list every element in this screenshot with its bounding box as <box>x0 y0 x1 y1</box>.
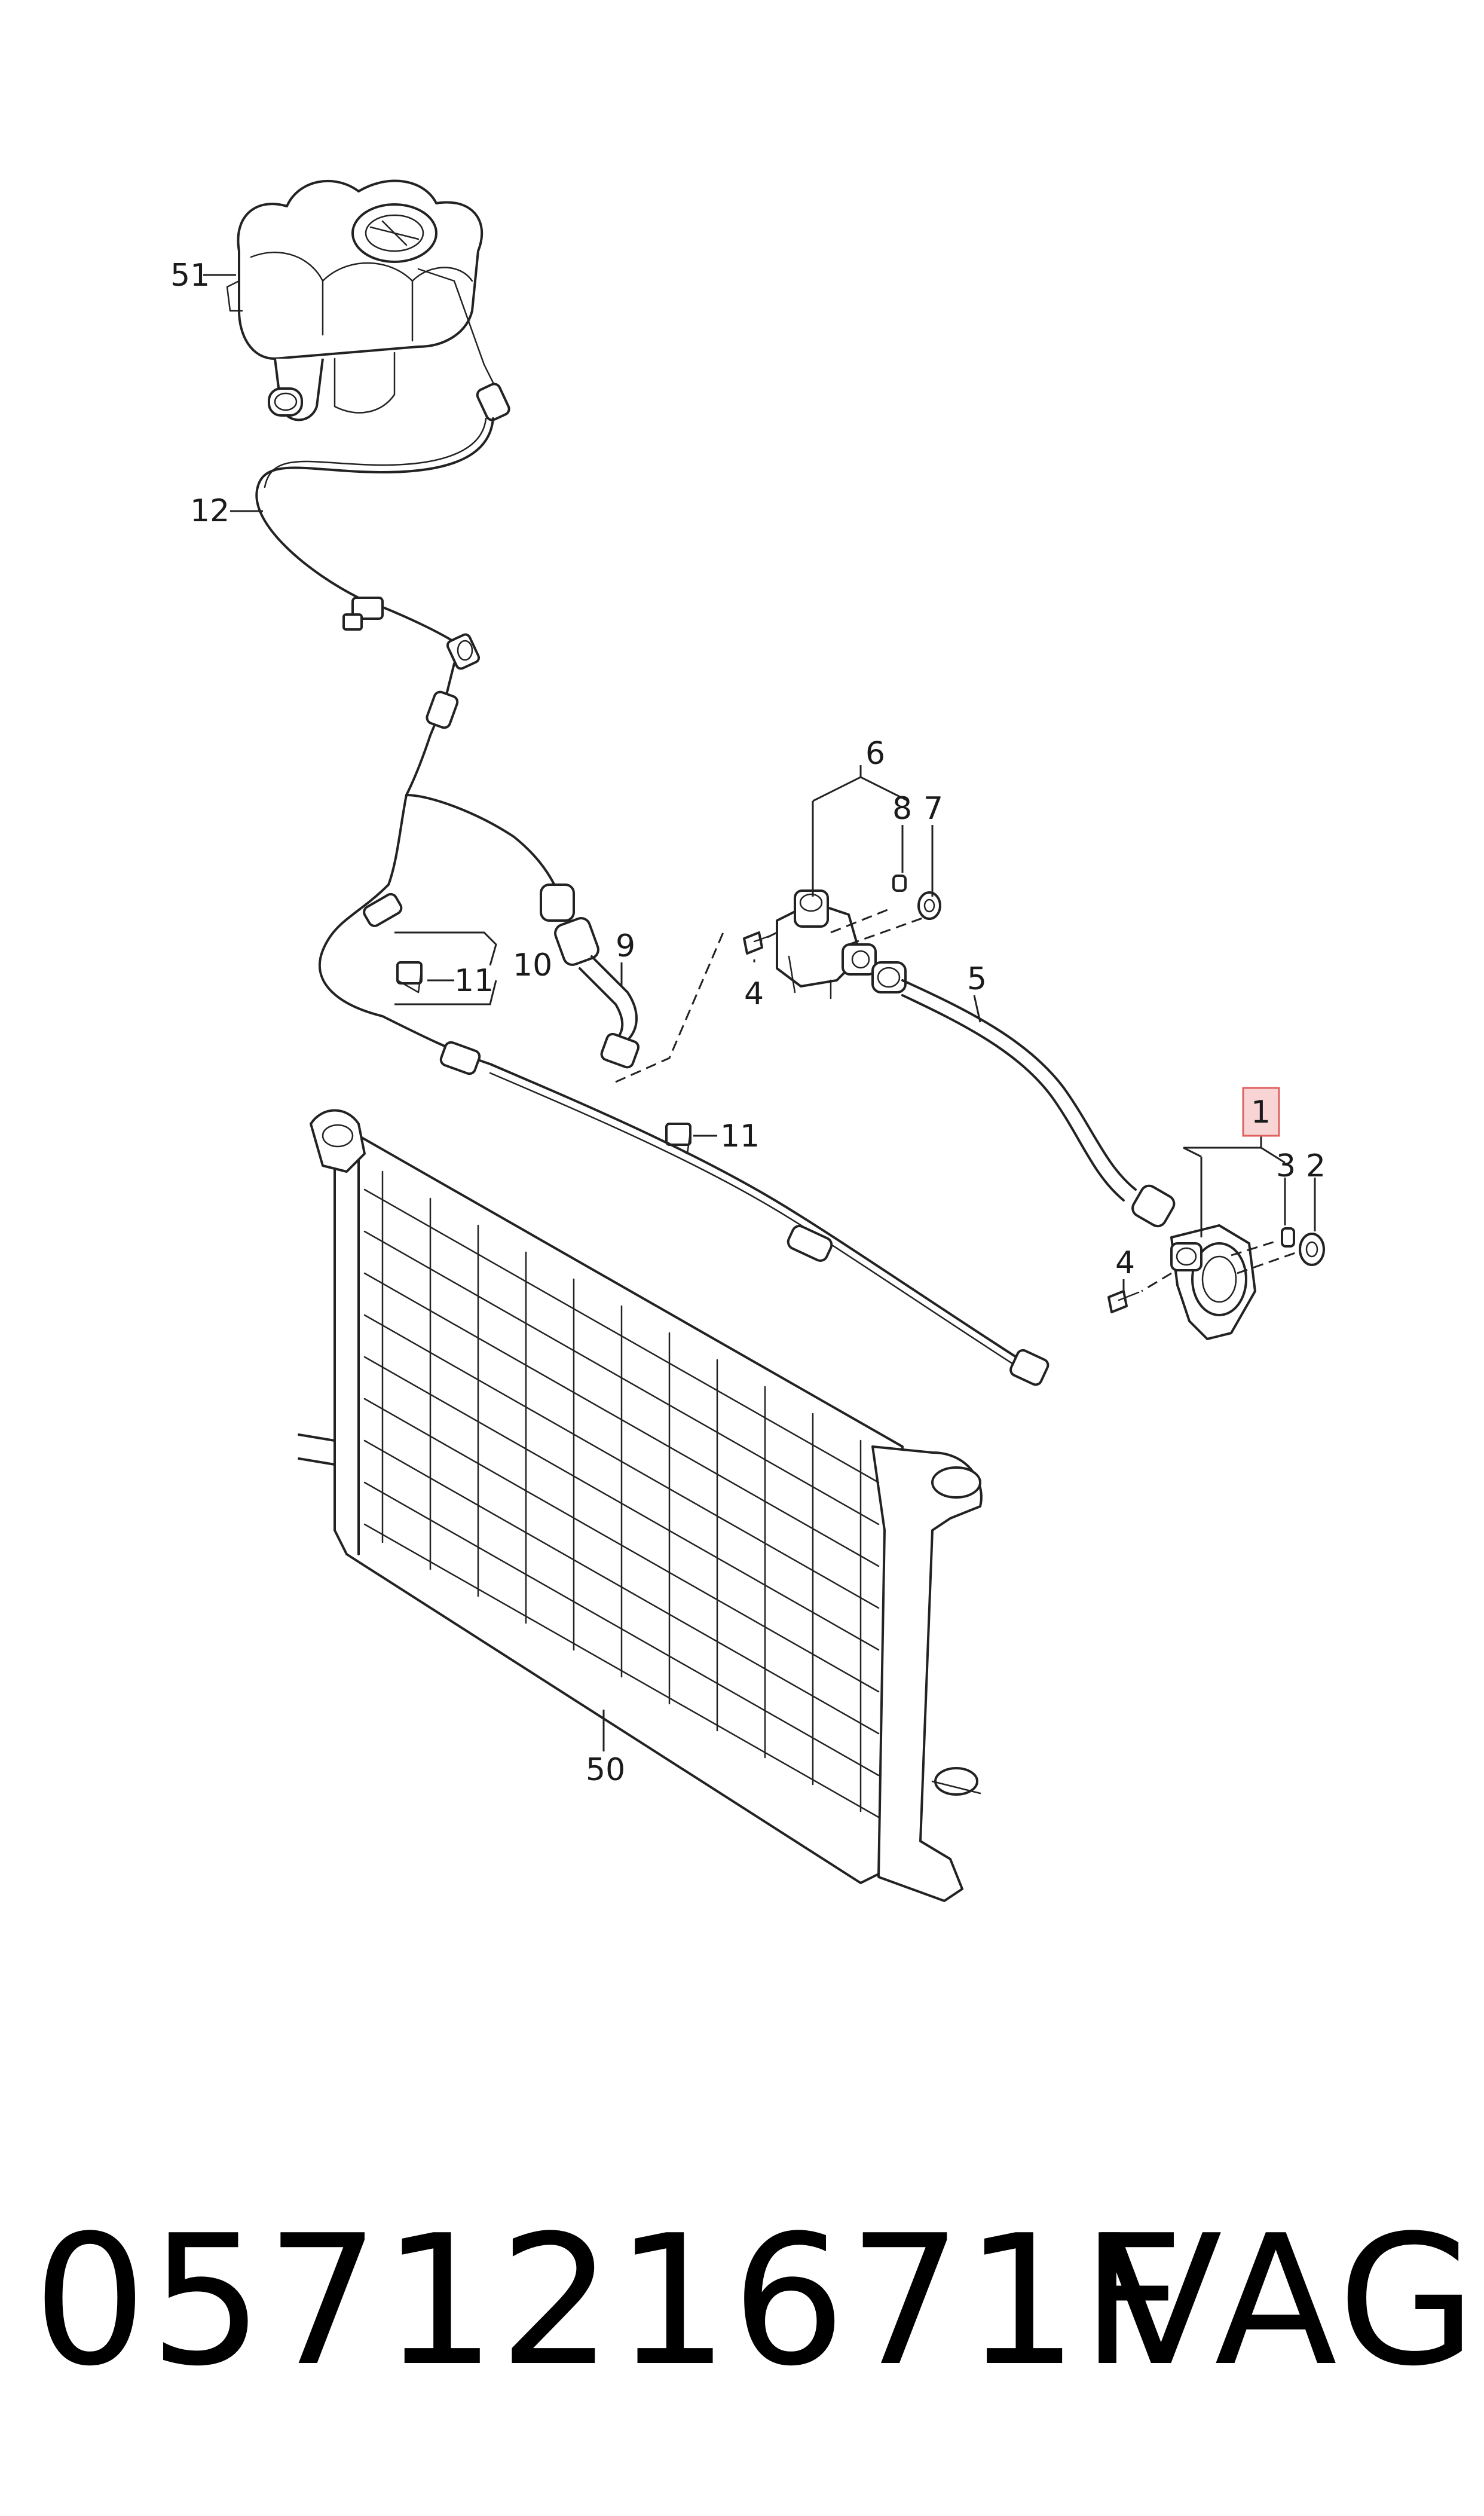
highlight-box-1 <box>1242 1087 1280 1137</box>
part-number: 057121671F <box>33 2197 1187 2405</box>
callout-12: 12 <box>190 493 230 529</box>
expansion-tank-51 <box>226 179 510 421</box>
callout-2: 2 <box>1306 1148 1326 1184</box>
radiator-50 <box>298 1109 983 1902</box>
clip-11-upper <box>396 961 423 993</box>
connection-dashed-line <box>615 932 724 1083</box>
callout-51: 51 <box>170 258 210 294</box>
callout-4-upper: 4 <box>744 976 764 1012</box>
hose-9 <box>554 917 640 1069</box>
bolt-4-upper <box>743 931 772 955</box>
callout-1: 1 <box>1251 1095 1271 1130</box>
callout-6: 6 <box>865 736 885 772</box>
radiator-core-fins <box>363 1170 880 1818</box>
brand-name: VAG <box>1100 2197 1480 2405</box>
callout-7: 7 <box>923 791 943 827</box>
callout-50: 50 <box>586 1752 625 1788</box>
valve-assembly-6 <box>758 875 941 999</box>
callout-5: 5 <box>967 961 987 997</box>
callout-11-lower: 11 <box>720 1118 760 1154</box>
hose-5 <box>871 961 1176 1228</box>
thermostat-housing-1 <box>1141 1224 1325 1340</box>
clip-11-lower <box>665 1123 691 1155</box>
callout-11-upper: 11 <box>454 963 494 999</box>
coolant-line-10 <box>319 662 1049 1386</box>
callout-10: 10 <box>513 947 552 983</box>
vent-hose-12 <box>255 417 494 670</box>
callout-9: 9 <box>616 928 635 964</box>
footer: 057121671F VAG <box>0 2200 1484 2403</box>
callout-4-lower: 4 <box>1115 1245 1135 1281</box>
bolt-4-lower <box>1107 1290 1140 1313</box>
callout-3: 3 <box>1276 1148 1296 1184</box>
callout-8: 8 <box>892 791 912 827</box>
leader-lines <box>203 274 1316 1751</box>
